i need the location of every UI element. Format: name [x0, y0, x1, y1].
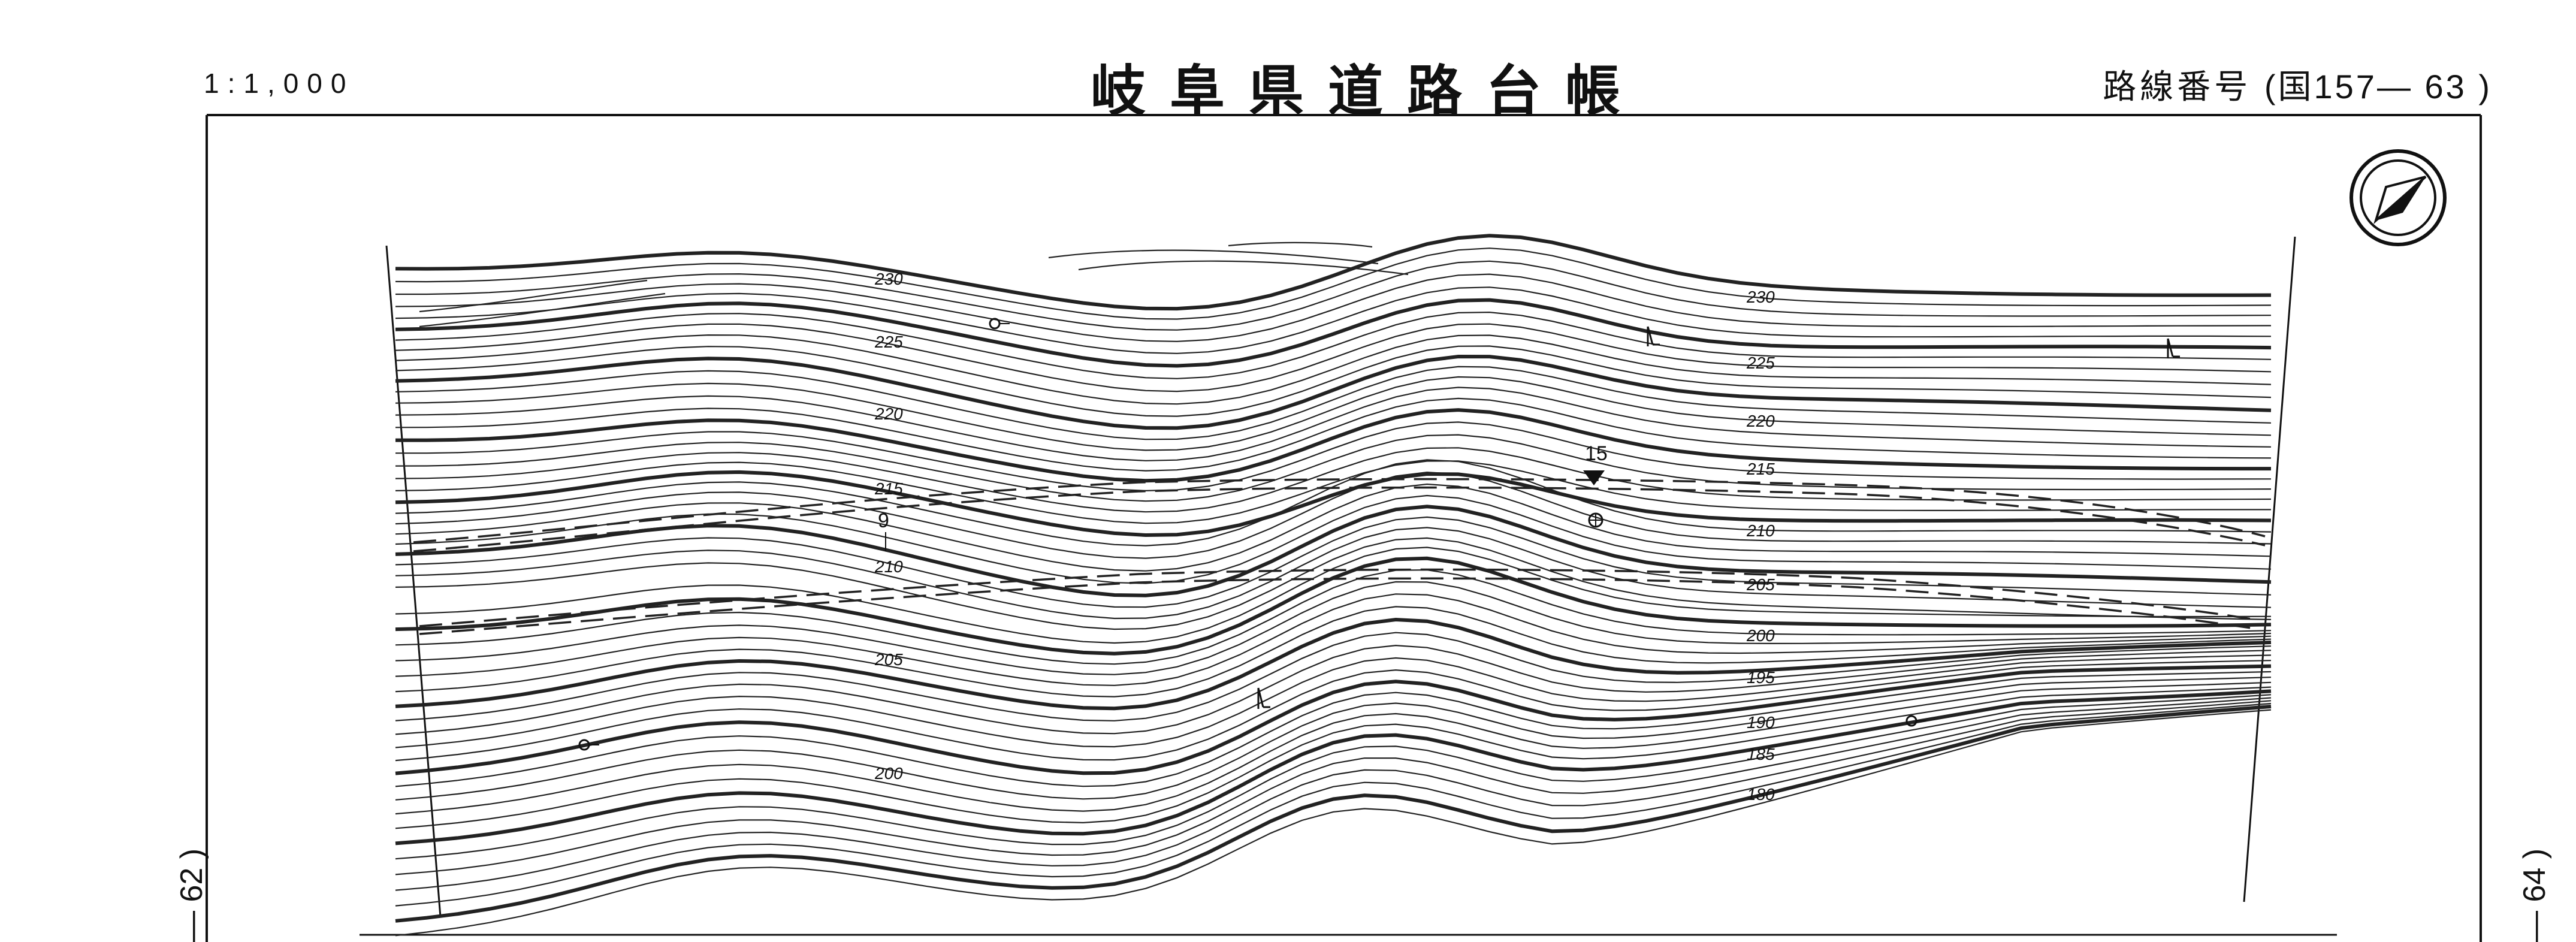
intermediate-contour-line [1078, 260, 1409, 276]
survey-boundary-left [385, 245, 442, 917]
contour-lines [395, 234, 2272, 937]
intermediate-contour-line [395, 387, 2272, 461]
map-title: 岐阜県道路台帳 [1091, 59, 1645, 123]
intermediate-contour-line [395, 686, 2272, 829]
north-arrow-icon [2349, 149, 2447, 246]
index-contour-line [395, 689, 2272, 846]
intermediate-contour-line [1228, 241, 1373, 248]
intermediate-contour-line [395, 702, 2272, 907]
index-contour-line [395, 234, 2272, 311]
intermediate-contour-line [395, 632, 2272, 721]
contour-label-205: 205 [874, 650, 903, 669]
intermediate-contour-line [395, 697, 2272, 875]
intermediate-contour-line [395, 527, 2272, 620]
contour-label-200-b: 200 [1746, 626, 1775, 645]
index-contour-line [395, 408, 2271, 483]
contour-label-230: 230 [874, 270, 903, 288]
index-contour-line [395, 470, 2272, 538]
road-edge-upper-inner [413, 486, 2266, 552]
intermediate-contour-line [395, 677, 2272, 801]
intermediate-contour-line [395, 286, 2272, 354]
station-9-label: 9 [878, 509, 889, 532]
deciduous-tree-icon [989, 318, 1010, 330]
intermediate-contour-line [395, 569, 2272, 665]
intermediate-contour-line [395, 606, 2272, 698]
index-contour-line [395, 298, 2272, 368]
road-edge-lower [419, 568, 2260, 627]
intermediate-contour-line [1048, 249, 1379, 265]
contour-label-210: 210 [874, 557, 903, 576]
contour-label-230-b: 230 [1746, 288, 1775, 306]
index-contour-line [395, 556, 2272, 656]
contour-label-195: 195 [1747, 668, 1775, 687]
index-contour-line [395, 505, 2272, 597]
intermediate-contour-line [395, 593, 2272, 686]
sheet-frame [206, 114, 2482, 942]
intermediate-contour-line [395, 644, 2272, 735]
intermediate-contour-line [395, 260, 2272, 331]
coniferous-tree-icon [1647, 326, 1660, 346]
intermediate-contour-line [395, 537, 2272, 630]
intermediate-contour-line [395, 459, 2272, 547]
contour-label-190: 190 [1747, 713, 1775, 732]
intermediate-contour-line [419, 292, 666, 328]
intermediate-contour-line [395, 434, 2272, 502]
intermediate-contour-line [395, 471, 2272, 559]
route-number: 路線番号 (国157— 63 ) [2103, 60, 2492, 108]
intermediate-contour-line [395, 671, 2272, 787]
contour-label-215-b: 215 [1746, 460, 1775, 478]
contour-label-210-b: 210 [1746, 521, 1775, 540]
road-edge-upper [413, 478, 2266, 544]
intermediate-contour-line [395, 366, 2272, 440]
index-contour-line [395, 354, 2272, 430]
intermediate-contour-line [395, 376, 2272, 451]
intermediate-contour-line [419, 279, 648, 313]
intermediate-contour-line [395, 700, 2272, 891]
index-contour-line [395, 705, 2272, 923]
index-contour-line [395, 617, 2272, 711]
intermediate-contour-line [395, 660, 2272, 762]
station-15-triangle-icon [1583, 470, 1605, 485]
intermediate-contour-line [395, 547, 2272, 644]
intermediate-contour-line [395, 483, 2272, 572]
contour-label-225-b: 225 [1746, 354, 1775, 372]
contour-label-185: 185 [1747, 745, 1775, 763]
route-label: 路線番号 [2103, 68, 2252, 105]
intermediate-contour-line [395, 654, 2272, 748]
intermediate-contour-line [395, 273, 2272, 342]
contour-label-215: 215 [874, 479, 903, 498]
contour-label-180: 180 [1747, 785, 1775, 804]
contour-label-200: 200 [874, 764, 903, 783]
intermediate-contour-line [395, 681, 2272, 815]
intermediate-contour-line [395, 694, 2272, 860]
contour-label-220-b: 220 [1746, 412, 1775, 430]
route-number-value: (国157— 63 ) [2264, 68, 2492, 105]
intermediate-contour-line [395, 421, 2272, 492]
intermediate-contour-line [395, 323, 2272, 393]
intermediate-contour-line [395, 247, 2272, 320]
contour-label-205-b: 205 [1746, 575, 1775, 594]
coniferous-tree-icon [1257, 687, 1270, 709]
road-edge-lower-inner [419, 577, 2260, 635]
contour-labels: 230 230 225 225 220 220 215 215 210 210 … [874, 270, 1775, 804]
index-contour-line [395, 664, 2272, 775]
benchmark-icon [1588, 512, 1603, 528]
intermediate-contour-line [395, 311, 2272, 379]
contour-label-220: 220 [874, 404, 903, 423]
coniferous-tree-icon [2167, 338, 2180, 358]
intermediate-contour-line [395, 581, 2272, 675]
map-scale: 1:1,000 [204, 68, 355, 99]
intermediate-contour-line [395, 334, 2272, 405]
intermediate-contour-line [395, 709, 2272, 937]
intermediate-contour-line [395, 397, 2272, 472]
deciduous-tree-icon [578, 739, 599, 751]
contour-label-225: 225 [874, 333, 903, 351]
station-15-label: 15 [1585, 442, 1608, 465]
intermediate-contour-line [395, 447, 2272, 513]
intermediate-contour-line [395, 460, 2271, 524]
intermediate-contour-line [395, 345, 2272, 417]
deciduous-tree-icon [1905, 715, 1926, 727]
